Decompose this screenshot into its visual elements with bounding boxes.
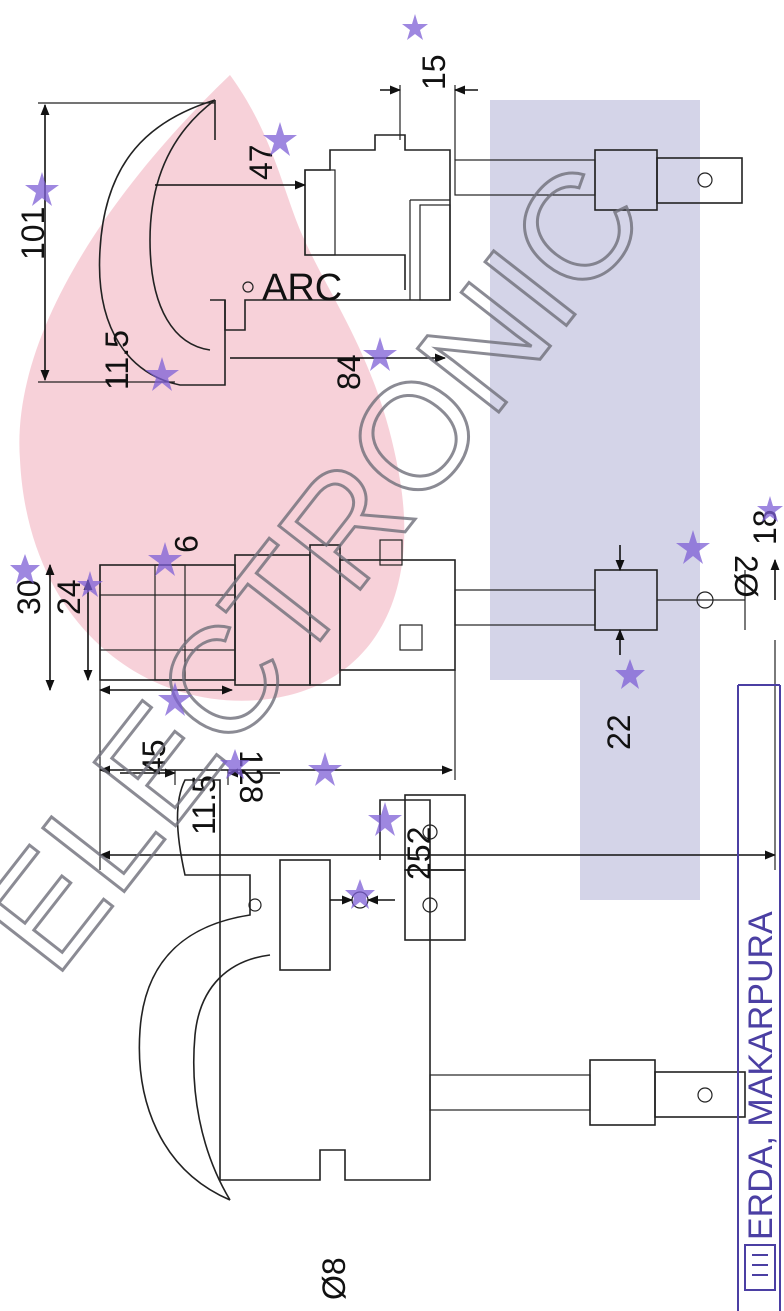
arc-label: ARC xyxy=(262,267,342,309)
watermark-bar xyxy=(490,100,700,900)
dim-20: 2Ø xyxy=(728,555,764,598)
dim-24: 24 xyxy=(51,579,87,615)
dim-128: 128 xyxy=(233,750,269,803)
dim-84: 84 xyxy=(331,354,367,390)
stamp-text: ERDA, MAKARPURA xyxy=(742,911,780,1240)
stamp: ERDA, MAKARPURA xyxy=(737,684,781,1311)
bottom-clamp-drawing xyxy=(120,768,746,1201)
star-marks xyxy=(10,14,783,909)
dim-9: 9 xyxy=(168,535,204,553)
dim-22: 22 xyxy=(601,714,637,750)
watermark-flame xyxy=(19,75,405,701)
dim-45: 45 xyxy=(136,739,172,775)
dimension-labels: 101 47 15 11.5 84 30 24 9 45 128 252 22 … xyxy=(11,54,783,1300)
dim-252: 252 xyxy=(401,827,437,880)
top-clamp-drawing: ARC xyxy=(38,85,743,386)
stamp-logo-icon xyxy=(744,1244,776,1291)
dim-101: 101 xyxy=(15,207,51,260)
dim-11-5-bottom: 11.5 xyxy=(186,775,222,835)
middle-clamp-drawing xyxy=(45,539,780,870)
dim-diameter-8: Ø8 xyxy=(316,1257,352,1300)
dim-30: 30 xyxy=(11,579,47,615)
dim-15: 15 xyxy=(416,54,452,90)
dim-11-5-top: 11.5 xyxy=(99,330,135,390)
